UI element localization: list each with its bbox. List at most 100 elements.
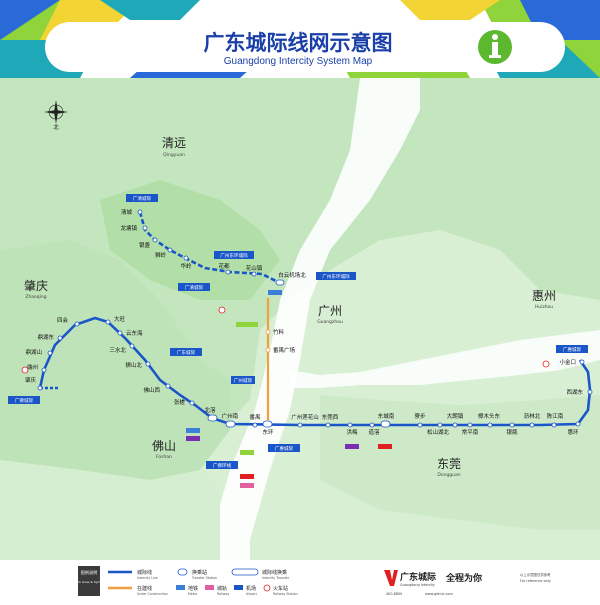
station[interactable]: 寮步	[414, 412, 426, 428]
tag-sw[interactable]: 广东城际	[170, 348, 202, 356]
stations-guanhui: 北滘 广州南 番禺 东环 广州莲花山 东莞西 洪梅 道滘 东城南 寮步 松山湖北…	[204, 358, 593, 436]
station[interactable]: 樟木头东	[478, 412, 501, 428]
station[interactable]: 沥林北	[524, 412, 541, 428]
city-dongguan-en: Dongguan	[437, 472, 460, 478]
station[interactable]: 佛山西	[143, 383, 171, 394]
legend-item-train-station: 火车站 Railway Station	[263, 584, 298, 596]
train-station-icon[interactable]	[542, 360, 550, 368]
metro-icon[interactable]	[186, 428, 200, 433]
station[interactable]: 洪梅	[346, 422, 358, 436]
station[interactable]: 番禺广场	[265, 346, 296, 354]
info-icon[interactable]	[478, 30, 512, 64]
station[interactable]: 狮山北	[125, 361, 151, 369]
station[interactable]: 小金口	[559, 358, 585, 366]
svg-text:广东城际: 广东城际	[177, 349, 196, 356]
train-station-icon[interactable]	[218, 306, 226, 314]
stations-zhaoqing: 肇庆 端州 鼎湖山 鼎湖东 四会 大旺 云东海 三水北 狮山北 佛山西 张槎	[25, 315, 195, 406]
metro-icon[interactable]	[345, 444, 359, 449]
tag-hz[interactable]: 广惠城际	[556, 345, 588, 353]
svg-text:华岭: 华岭	[180, 262, 192, 270]
svg-text:道滘: 道滘	[368, 428, 380, 436]
station[interactable]: 银盏	[139, 237, 158, 249]
svg-text:寮步: 寮步	[414, 412, 426, 420]
svg-text:樟木头东: 樟木头东	[478, 412, 501, 420]
station[interactable]: 白云机场北	[275, 271, 306, 286]
brand-note: 以上示意图仅供参考	[520, 572, 551, 577]
svg-text:Transfer Station: Transfer Station	[191, 576, 217, 580]
svg-text:花都: 花都	[218, 262, 230, 270]
station[interactable]: 东环	[262, 420, 274, 436]
station[interactable]: 大旺	[105, 315, 126, 325]
station[interactable]: 张槎	[174, 398, 195, 406]
svg-text:Railway Station: Railway Station	[273, 592, 298, 596]
station[interactable]: 番禺	[249, 414, 261, 428]
svg-text:常平南: 常平南	[462, 428, 479, 436]
tag-gh[interactable]: 广惠城际	[268, 444, 300, 452]
station[interactable]: 三水北	[109, 343, 135, 354]
station[interactable]: 东城南	[378, 412, 395, 428]
station[interactable]: 广州莲花山	[291, 413, 319, 428]
tag-guangqing[interactable]: 广清城际	[126, 194, 158, 202]
station[interactable]: 肇庆	[25, 376, 43, 391]
station[interactable]: 云东海	[117, 329, 143, 337]
header-pill	[45, 22, 565, 72]
metro-icon[interactable]	[240, 450, 254, 455]
svg-text:广清城际: 广清城际	[133, 195, 152, 202]
tag-foshan[interactable]: 广佛环线	[206, 461, 238, 469]
station[interactable]: 花山镇	[246, 264, 263, 277]
station[interactable]: 北滘	[204, 406, 218, 422]
legend-title: 图例说明	[81, 569, 98, 576]
station[interactable]: 华岭	[180, 255, 192, 270]
station[interactable]: 陈江南	[547, 412, 564, 428]
svg-text:狮岭: 狮岭	[155, 251, 167, 259]
city-labels: 清远 Qingyuan 肇庆 Zhaoqing 广州 Guangzhou 惠州 …	[24, 136, 556, 478]
station[interactable]: 花都	[218, 262, 231, 275]
metro-icon[interactable]	[268, 290, 282, 295]
svg-text:陈江南: 陈江南	[547, 412, 564, 420]
tag-guangqing-2[interactable]: 广清城际	[178, 283, 210, 291]
zhaoqing-line[interactable]	[38, 316, 213, 420]
tag-dongguan[interactable]: 广州东环城际	[214, 251, 254, 259]
city-huizhou-en: Huizhou	[535, 304, 553, 310]
station[interactable]: 龙塘镇	[120, 224, 148, 232]
metro-icon[interactable]	[186, 436, 200, 441]
legend: 图例说明 Key to Lines & Symbols 城际线 Intercit…	[0, 560, 600, 605]
railway-icon[interactable]	[378, 444, 392, 449]
station[interactable]: 西湖东	[566, 388, 593, 396]
station[interactable]: 端州	[27, 363, 47, 373]
city-foshan: 佛山	[152, 439, 176, 453]
station[interactable]: 清城	[121, 208, 143, 216]
station[interactable]: 竹料	[265, 328, 285, 336]
svg-text:东莞西: 东莞西	[322, 413, 339, 421]
tag-gz[interactable]: 广州城际	[231, 376, 255, 384]
svg-text:鼎湖山: 鼎湖山	[25, 348, 42, 356]
station[interactable]: 松山湖北	[427, 422, 450, 436]
svg-text:广清城际: 广清城际	[185, 284, 204, 291]
station[interactable]: 道滘	[368, 422, 380, 436]
train-station-icon[interactable]	[21, 366, 29, 374]
tag-zhaoqing[interactable]: 广佛城际	[8, 396, 40, 404]
station[interactable]: 广州南	[222, 412, 239, 428]
north-arrow-icon: 北	[44, 100, 68, 131]
railway-icon[interactable]	[240, 474, 254, 479]
city-guangzhou: 广州	[318, 304, 342, 318]
stations-qingyuan: 清城 龙塘镇 银盏 狮岭 华岭 花都 花山镇 白云机场北	[120, 208, 306, 286]
legend-title-en: Key to Lines & Symbols	[71, 580, 107, 584]
station[interactable]: 常平南	[462, 422, 479, 436]
metro-icon[interactable]	[236, 322, 258, 327]
station[interactable]: 狮岭	[155, 247, 173, 259]
svg-text:广惠城际: 广惠城际	[275, 445, 294, 452]
svg-text:花山镇: 花山镇	[246, 264, 263, 272]
qingyuan-mountains	[100, 180, 280, 300]
station[interactable]: 东莞西	[322, 413, 339, 428]
station[interactable]: 鼎湖山	[25, 348, 53, 356]
station[interactable]: 银瓶	[506, 422, 518, 436]
station[interactable]: 鼎湖东	[37, 333, 63, 341]
svg-text:沥林北: 沥林北	[524, 412, 541, 420]
station[interactable]: 惠环	[567, 421, 581, 436]
metro-icon[interactable]	[240, 483, 254, 488]
station[interactable]: 四会	[57, 316, 80, 327]
tag-baiyun[interactable]: 广州东环城际	[316, 272, 356, 280]
station[interactable]: 大朗镇	[447, 412, 464, 428]
